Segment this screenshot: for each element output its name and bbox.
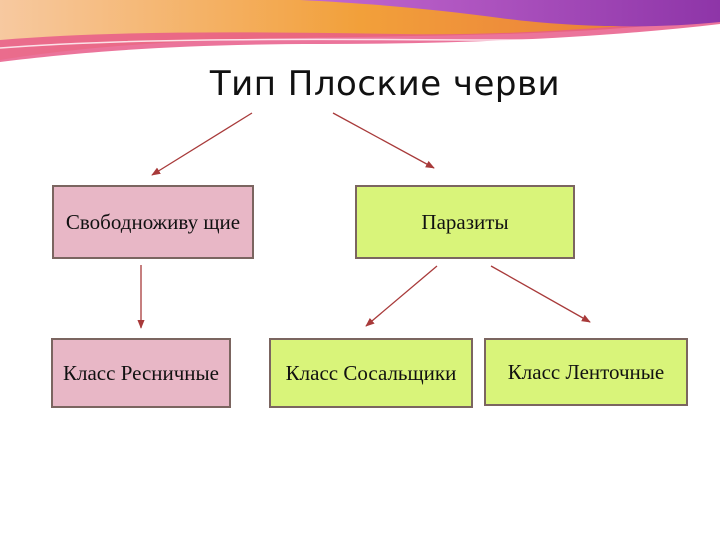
node-parasites-label: Паразиты bbox=[421, 209, 508, 235]
node-class-cestoda-label: Класс Ленточные bbox=[508, 359, 664, 385]
arrow-title-to-parasites bbox=[333, 113, 434, 168]
node-class-turbellaria-label: Класс Ресничные bbox=[63, 360, 219, 386]
arrow-parasites-to-class-cestoda bbox=[491, 266, 590, 322]
node-class-turbellaria: Класс Ресничные bbox=[51, 338, 231, 408]
arrow-title-to-free-living bbox=[152, 113, 252, 175]
node-free-living-label: Свободноживу щие bbox=[66, 209, 240, 235]
node-class-cestoda: Класс Ленточные bbox=[484, 338, 688, 406]
node-free-living: Свободноживу щие bbox=[52, 185, 254, 259]
arrow-parasites-to-class-trematoda bbox=[366, 266, 437, 326]
node-class-trematoda: Класс Сосальщики bbox=[269, 338, 473, 408]
node-class-trematoda-label: Класс Сосальщики bbox=[286, 360, 457, 386]
node-parasites: Паразиты bbox=[355, 185, 575, 259]
